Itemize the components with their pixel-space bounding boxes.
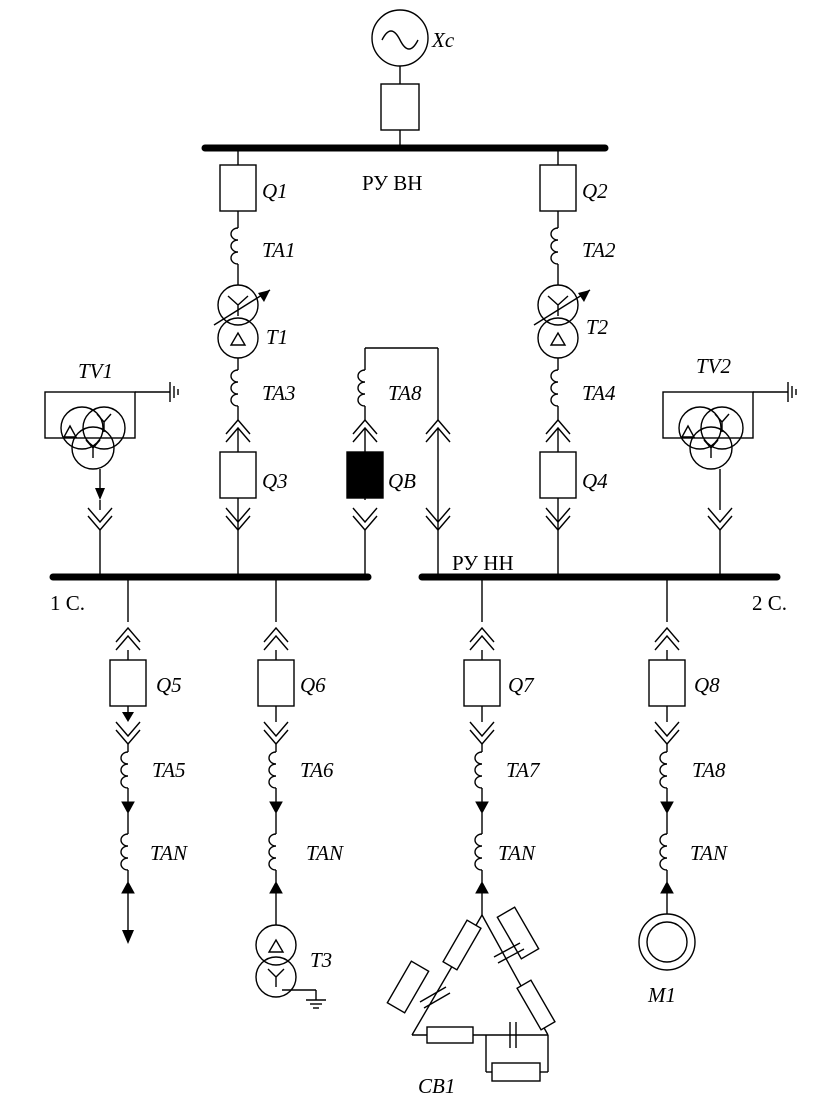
t2-label: T2 [586, 315, 609, 339]
tan2-label: TAN [306, 841, 344, 865]
ta5-label: TA5 [152, 758, 185, 782]
q4-label: Q4 [582, 469, 608, 493]
ta8-bottom-label: TA8 [692, 758, 726, 782]
bus-coupler [346, 347, 451, 577]
lv-bus-label: РУ НН [452, 551, 514, 575]
tv1-voltage-transformer [44, 382, 179, 577]
q7-label: Q7 [508, 673, 535, 697]
hv-bus-label: РУ ВН [362, 171, 422, 195]
tv2-label: TV2 [696, 354, 732, 378]
tan1-label: TAN [150, 841, 188, 865]
source-generator [371, 9, 429, 148]
q5-label: Q5 [156, 673, 182, 697]
feeder-t2 [533, 148, 591, 577]
ta8-top-label: TA8 [388, 381, 422, 405]
ta7-label: TA7 [506, 758, 541, 782]
feeder-q6 [255, 577, 326, 1009]
ta6-label: TA6 [300, 758, 334, 782]
ta1-label: TA1 [262, 238, 295, 262]
ta4-label: TA4 [582, 381, 616, 405]
q8-label: Q8 [694, 673, 720, 697]
t3-label: T3 [310, 948, 332, 972]
tv1-label: TV1 [78, 359, 113, 383]
tv2-voltage-transformer [662, 382, 797, 577]
feeder-q7 [463, 577, 501, 915]
tan3-label: TAN [498, 841, 536, 865]
ta3-label: TA3 [262, 381, 295, 405]
t1-label: T1 [266, 325, 288, 349]
qb-label: QB [388, 469, 416, 493]
q3-label: Q3 [262, 469, 288, 493]
q6-label: Q6 [300, 673, 326, 697]
section2-label: 2 С. [752, 591, 787, 615]
feeder-t1 [213, 148, 271, 577]
feeder-q8 [638, 577, 696, 971]
section1-label: 1 С. [50, 591, 85, 615]
feeder-q5 [109, 577, 147, 944]
capacitor-bank-cb1 [386, 906, 556, 1082]
tan4-label: TAN [690, 841, 728, 865]
q1-label: Q1 [262, 179, 288, 203]
m1-label: M1 [647, 983, 676, 1007]
ta2-label: TA2 [582, 238, 616, 262]
cb1-label: CB1 [418, 1074, 455, 1098]
source-label: Xc [431, 28, 455, 52]
q2-label: Q2 [582, 179, 608, 203]
